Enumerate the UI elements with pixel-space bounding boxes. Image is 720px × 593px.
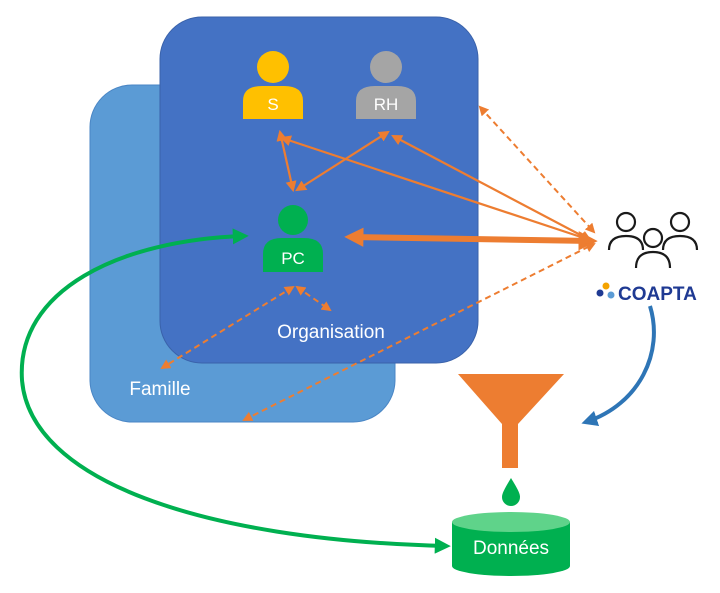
famille-label: Famille [129, 379, 190, 400]
person-icon [257, 51, 289, 83]
arrow-coapta-funnel [581, 305, 656, 427]
person-rh: RH [356, 51, 416, 119]
dashed-arrow-organisation-coapta [478, 105, 596, 234]
person-s-label: S [267, 95, 278, 114]
person-pc-label: PC [281, 249, 305, 268]
person-s: S [243, 51, 303, 119]
arrow-donnees-pc [19, 228, 451, 554]
organisation-box [159, 16, 479, 364]
arrow-pc-coapta [344, 227, 598, 251]
person-rh-label: RH [374, 95, 399, 114]
database-icon: Données [452, 512, 570, 576]
donnees-label: Données [473, 538, 549, 559]
organisation-label: Organisation [277, 322, 385, 343]
person-icon [278, 205, 308, 235]
funnel-icon [458, 374, 564, 468]
drop-icon [502, 478, 520, 506]
coapta-logo: COAPTA [596, 282, 697, 305]
coapta-logo-dots [596, 282, 615, 299]
person-icon [370, 51, 402, 83]
coapta-label: COAPTA [618, 284, 697, 305]
group-icon [607, 211, 699, 269]
